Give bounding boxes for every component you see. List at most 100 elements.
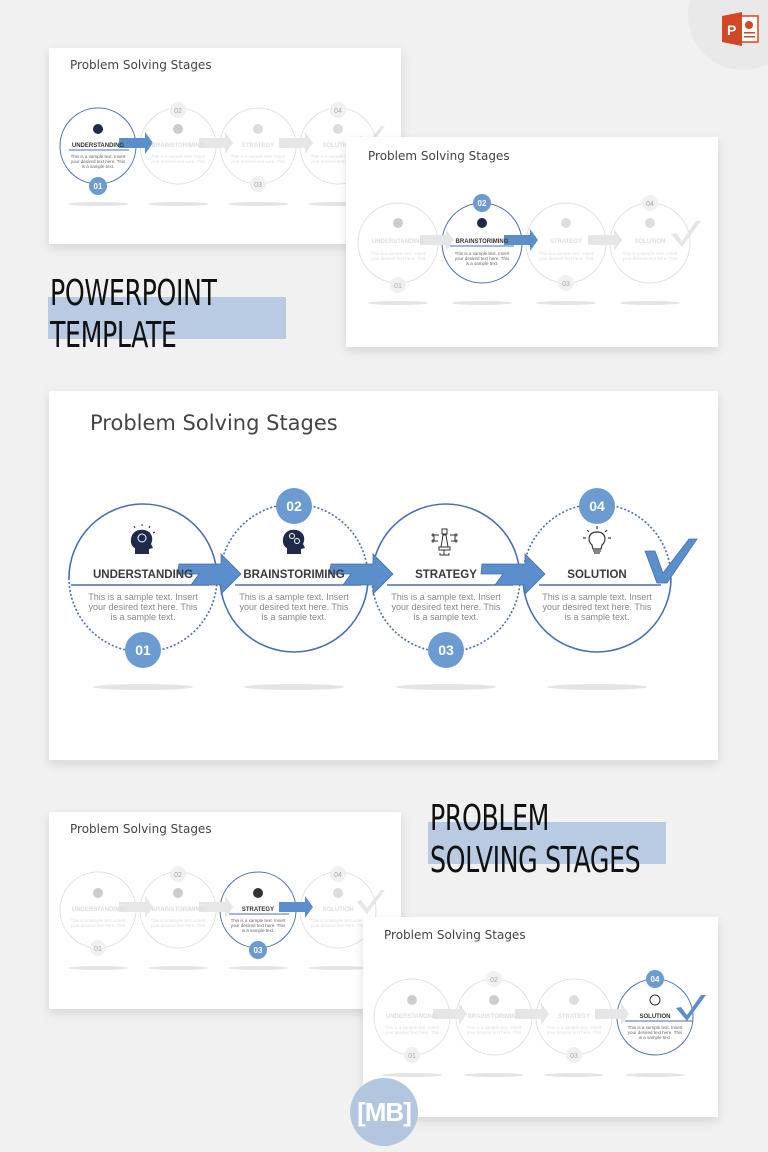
svg-text:04: 04 [646,201,654,208]
svg-text:BRAINSTORIMING: BRAINSTORIMING [243,569,344,581]
svg-text:your desired text here. This: your desired text here. This [371,256,426,261]
svg-text:BRAINSTORIMING: BRAINSTORIMING [152,143,205,149]
slide-title: Problem Solving Stages [70,822,212,836]
slide-title: Problem Solving Stages [90,411,338,435]
svg-text:is a sample text.: is a sample text. [413,612,478,622]
svg-text:UNDERSTANDING: UNDERSTANDING [93,569,193,581]
svg-text:is a sample text.: is a sample text. [82,164,115,169]
svg-text:This is a sample text. Insert: This is a sample text. Insert [542,592,652,602]
lightbulb-icon [583,526,611,554]
svg-text:UNDERSTANDING: UNDERSTANDING [72,143,125,149]
svg-text:01: 01 [94,946,102,953]
slide-title: Problem Solving Stages [384,928,526,942]
svg-text:your desired text here. This: your desired text here. This [71,923,126,928]
svg-text:01: 01 [408,1053,416,1060]
svg-text:This is a sample text. Insert: This is a sample text. Insert [88,592,198,602]
svg-text:This is a sample text. Insert: This is a sample text. Insert [467,1025,523,1030]
svg-text:your desired text here. This: your desired text here. This [231,159,286,164]
slide-title: Problem Solving Stages [70,58,212,72]
stages-diagram: 01 02 03 04 UNDERSTANDING BRAINSTORIMING… [59,102,385,206]
svg-text:This is a sample text. Insert: This is a sample text. Insert [231,918,287,923]
svg-text:03: 03 [254,946,263,955]
svg-text:This is a sample text. Insert: This is a sample text. Insert [71,918,127,923]
svg-text:your desired text here. This: your desired text here. This [467,1030,522,1035]
svg-text:BRAINSTORIMING: BRAINSTORIMING [456,239,509,245]
svg-text:02: 02 [478,199,487,208]
svg-text:This is a sample text. Insert: This is a sample text. Insert [628,1025,684,1030]
svg-text:your desired text here. This: your desired text here. This [628,1030,683,1035]
svg-text:04: 04 [651,975,660,984]
svg-text:your desired text here. This: your desired text here. This [455,256,510,261]
svg-text:is a sample text.: is a sample text. [242,928,275,933]
svg-text:is a sample text.: is a sample text. [261,612,326,622]
svg-text:P: P [727,22,736,38]
svg-text:04: 04 [334,872,342,879]
highlight-bar [48,297,286,339]
svg-text:04: 04 [334,108,342,115]
svg-text:02: 02 [174,108,182,115]
svg-text:01: 01 [135,642,151,658]
chess-strategy-icon [431,528,458,556]
head-gears-icon [282,529,305,554]
main-slide[interactable]: Problem Solving Stages [49,391,718,760]
svg-text:This is a sample text. Insert: This is a sample text. Insert [311,918,367,923]
svg-text:02: 02 [286,498,302,514]
svg-text:This is a sample text. Insert: This is a sample text. Insert [151,918,207,923]
mb-logo: [MB] [350,1078,418,1146]
powerpoint-icon: P [722,12,759,46]
slide-title: Problem Solving Stages [368,149,510,163]
svg-text:UNDERSTANDING: UNDERSTANDING [386,1014,439,1020]
svg-text:This is a sample text. Insert: This is a sample text. Insert [311,154,367,159]
svg-text:This is a sample text. Insert: This is a sample text. Insert [623,251,679,256]
svg-text:BRAINSTORIMING: BRAINSTORIMING [468,1014,521,1020]
svg-text:your desired text here. This: your desired text here. This [623,256,678,261]
svg-text:your desired text here. This: your desired text here. This [543,602,652,612]
svg-text:your desired text here. This: your desired text here. This [89,602,198,612]
svg-text:your desired text here. This: your desired text here. This [231,923,286,928]
svg-text:your desired text here. This: your desired text here. This [539,256,594,261]
svg-text:03: 03 [438,642,454,658]
svg-text:your desired text here. This: your desired text here. This [385,1030,440,1035]
svg-text:STRATEGY: STRATEGY [550,239,582,245]
svg-text:This is a sample text. Insert: This is a sample text. Insert [371,251,427,256]
svg-text:SOLUTION: SOLUTION [567,569,626,581]
svg-text:02: 02 [174,872,182,879]
stages-diagram: 01 02 03 04 UNDERSTANDING BRAINSTORIMING… [357,194,701,305]
stage-number-badges [125,488,615,668]
svg-text:This is a sample text. Insert: This is a sample text. Insert [239,592,349,602]
svg-text:STRATEGY: STRATEGY [415,569,477,581]
svg-text:This is a sample text. Insert: This is a sample text. Insert [391,592,501,602]
svg-text:This is a sample text. Insert: This is a sample text. Insert [547,1025,603,1030]
svg-text:This is a sample text. Insert: This is a sample text. Insert [71,154,127,159]
thumbnail-slide-3[interactable]: Problem Solving Stages 01 02 03 04 UNDER… [49,812,401,1009]
svg-text:STRATEGY: STRATEGY [558,1014,590,1020]
svg-text:your desired text here. This: your desired text here. This [547,1030,602,1035]
promo-heading-powerpoint-template: POWERPOINT TEMPLATE [48,273,286,358]
svg-text:STRATEGY: STRATEGY [242,143,274,149]
thumbnail-slide-1[interactable]: Problem Solving Stages 01 02 03 04 UNDER… [49,48,401,244]
svg-text:your desired text here. This: your desired text here. This [71,159,126,164]
svg-text:03: 03 [254,182,262,189]
highlight-bar [428,822,666,864]
svg-text:your desired text here. This: your desired text here. This [311,159,366,164]
svg-text:This is a sample text. Insert: This is a sample text. Insert [455,251,511,256]
svg-text:is a sample text.: is a sample text. [639,1035,672,1040]
svg-text:03: 03 [562,281,570,288]
svg-text:your desired text here. This: your desired text here. This [392,602,501,612]
thumbnail-slide-2[interactable]: Problem Solving Stages 01 02 03 04 UNDER… [346,137,718,347]
svg-text:01: 01 [94,182,103,191]
svg-text:02: 02 [490,977,498,984]
svg-text:SOLUTION: SOLUTION [323,143,354,149]
svg-text:is a sample text.: is a sample text. [564,612,629,622]
head-brain-icon [130,524,156,554]
svg-text:STRATEGY: STRATEGY [242,907,274,913]
stages-diagram: 01 02 03 04 UNDERSTANDING BRAINSTORIMING… [373,970,706,1077]
svg-text:04: 04 [589,498,605,514]
svg-text:UNDERSTANDING: UNDERSTANDING [372,239,425,245]
svg-text:SOLUTION: SOLUTION [640,1014,671,1020]
svg-text:BRAINSTORIMING: BRAINSTORIMING [152,907,205,913]
svg-text:This is a sample text. Insert: This is a sample text. Insert [231,154,287,159]
svg-text:your desired text here. This: your desired text here. This [240,602,349,612]
thumbnail-slide-4[interactable]: Problem Solving Stages 01 02 03 04 UNDER… [363,917,718,1117]
svg-text:SOLUTION: SOLUTION [635,239,666,245]
